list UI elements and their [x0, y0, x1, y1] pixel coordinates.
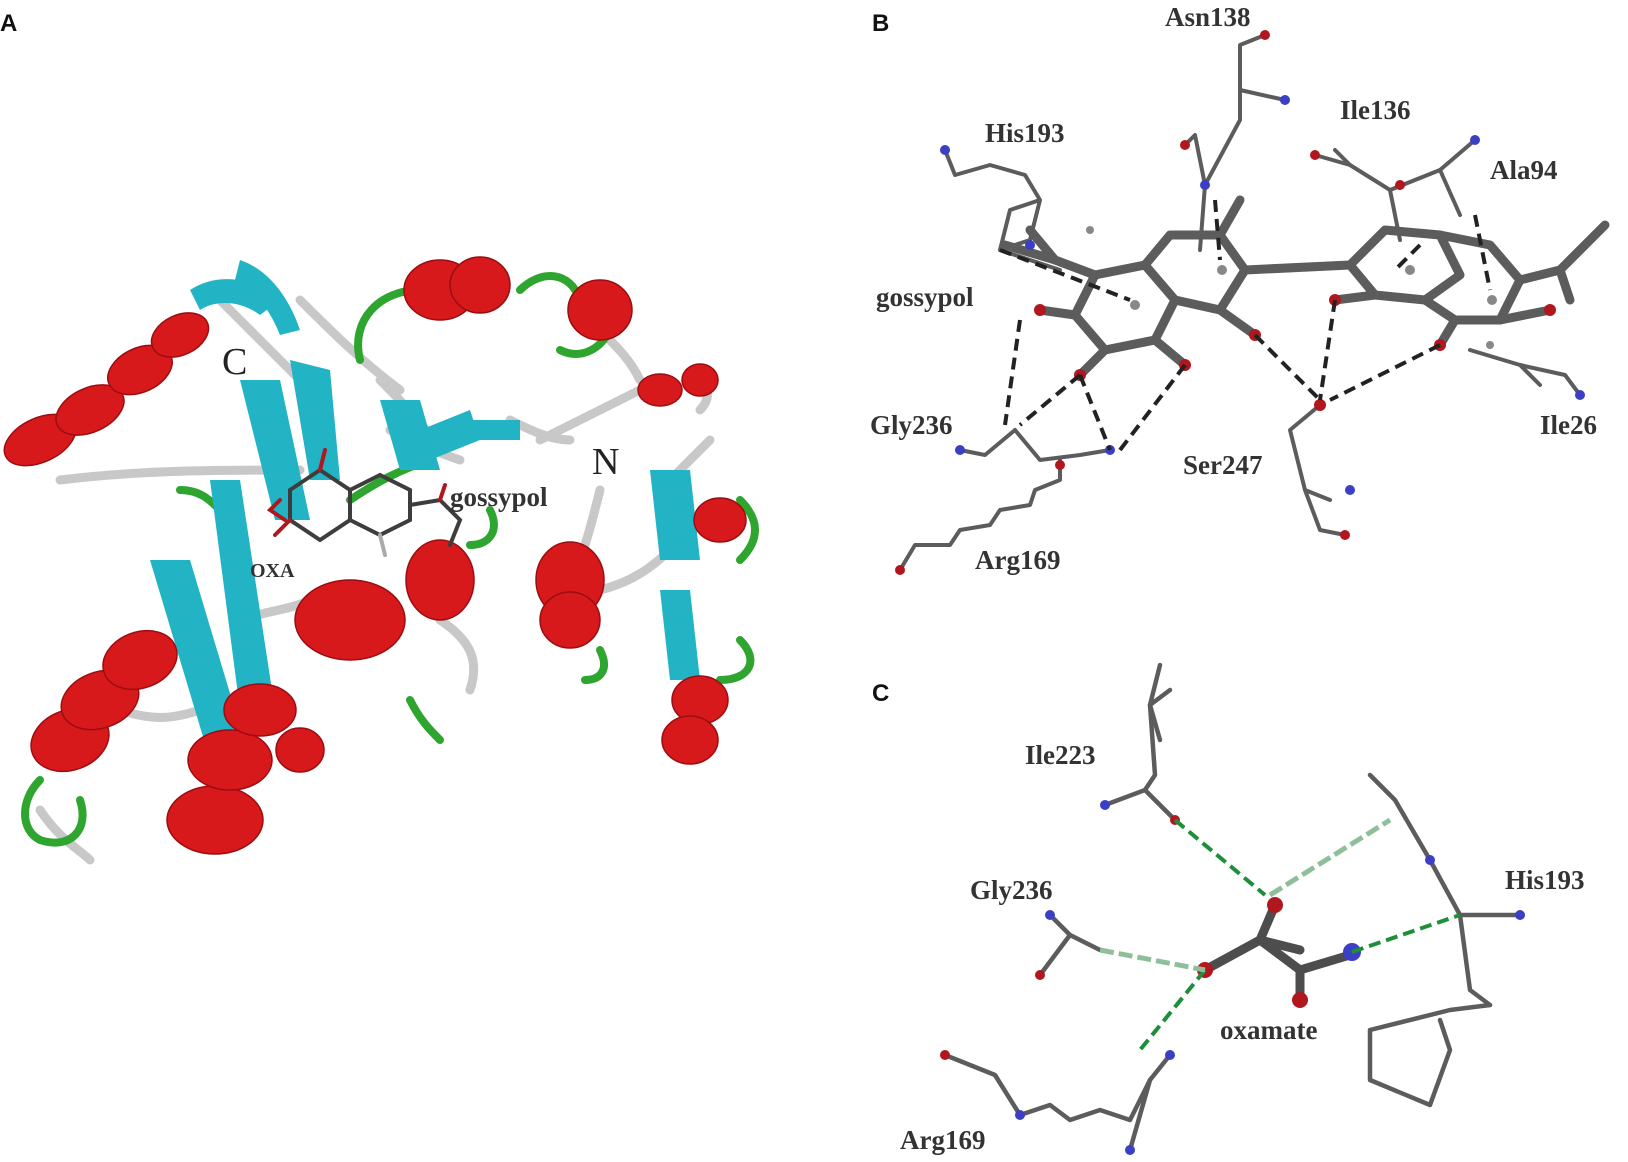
panel-c-letter: C	[872, 680, 890, 707]
strand-segments	[150, 260, 700, 760]
n-terminus-label: N	[592, 441, 620, 483]
arg169-label-b: Arg169	[975, 545, 1061, 575]
protein-ribbon	[3, 256, 759, 865]
oxamate-label: oxamate	[1220, 1015, 1318, 1045]
panel-c-hbonds	[1138, 818, 1461, 1052]
gossypol-label-b: gossypol	[876, 282, 974, 312]
gly236-label-c: Gly236	[970, 875, 1053, 905]
ile136-label: Ile136	[1340, 95, 1411, 125]
his193-label-c: His193	[1505, 865, 1585, 895]
panel-b-letter: B	[872, 10, 890, 37]
gly236-label-b: Gly236	[870, 410, 953, 440]
panel-b-interactions	[999, 199, 1492, 452]
c-terminus-label: C	[222, 341, 248, 383]
his193-label-b: His193	[985, 118, 1065, 148]
centroid-markers	[1086, 226, 1497, 349]
gossypol-label-a: gossypol	[450, 482, 548, 512]
residue-sticks	[898, 33, 1582, 572]
panel-c-structure	[940, 662, 1525, 1155]
residue-nitrogens	[940, 95, 1585, 495]
bound-ligands	[266, 448, 463, 557]
panel-b-structure	[895, 30, 1610, 575]
arg169-label-c: Arg169	[900, 1125, 986, 1155]
panel-a-letter: A	[0, 10, 18, 37]
oxa-label: OXA	[250, 560, 295, 582]
gossypol-oxygens	[1034, 294, 1556, 381]
asn138-label: Asn138	[1165, 2, 1251, 32]
turn-segments	[21, 272, 759, 847]
gossypol-molecule	[1000, 195, 1610, 380]
ser247-label: Ser247	[1183, 450, 1263, 480]
residue-oxygens	[895, 30, 1405, 575]
oxamate-molecule	[1200, 900, 1355, 1005]
ile223-label: Ile223	[1025, 740, 1096, 770]
panel-c-weak-bonds	[1099, 817, 1392, 973]
helix-segments	[3, 256, 747, 855]
ile26-label: Ile26	[1540, 410, 1597, 440]
panel-c-atoms	[940, 800, 1525, 1155]
ala94-label: Ala94	[1490, 155, 1558, 185]
panel-c-residues	[942, 662, 1523, 1153]
